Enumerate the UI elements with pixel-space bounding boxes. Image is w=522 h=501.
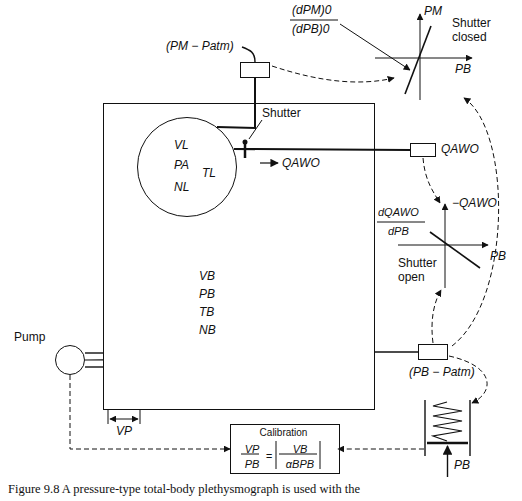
calibration-box: CalibrationVPPB= VBαBPB bbox=[230, 424, 340, 474]
flow-transducer: QAWO bbox=[410, 143, 436, 157]
air-tube bbox=[234, 149, 410, 150]
dimension-tick bbox=[108, 410, 109, 424]
node-text: VB bbox=[199, 269, 215, 283]
connector bbox=[85, 359, 103, 360]
node-text: = bbox=[264, 449, 274, 463]
pump-pipe bbox=[85, 366, 103, 367]
leader-line bbox=[340, 24, 410, 70]
pump-pipe bbox=[85, 352, 103, 353]
axis-label: PB bbox=[490, 249, 506, 263]
axis-label: PM bbox=[424, 4, 442, 18]
shutter-pivot bbox=[243, 140, 248, 145]
node-text: NL bbox=[174, 180, 189, 194]
signal-path bbox=[449, 356, 487, 403]
formula-stroke bbox=[276, 441, 277, 469]
node-text: VB bbox=[281, 442, 319, 456]
node-text: PB bbox=[199, 287, 215, 301]
node-text: VL bbox=[174, 138, 189, 152]
flow-arrow bbox=[260, 162, 278, 163]
signal-path bbox=[272, 66, 394, 82]
force-label: PB bbox=[454, 458, 470, 472]
slope-denominator: dPB bbox=[388, 224, 409, 238]
slope-numerator: (dPM)0 bbox=[292, 3, 331, 17]
node-text: VP bbox=[243, 442, 261, 456]
signal-path bbox=[423, 158, 440, 203]
node-text: NB bbox=[199, 323, 216, 337]
pressure-transducer: (PB − Patm) bbox=[418, 344, 448, 360]
axis-label: PB bbox=[455, 62, 471, 76]
node-text: QAWO bbox=[441, 142, 479, 156]
shutter-label: Shutter bbox=[262, 106, 301, 120]
slope-numerator: dQAWO bbox=[378, 205, 419, 219]
formula-stroke bbox=[320, 441, 321, 469]
node-text: PA bbox=[174, 158, 189, 172]
signal-path bbox=[452, 98, 499, 346]
signal-path bbox=[70, 375, 230, 449]
dimension-arrow bbox=[110, 419, 138, 420]
piston-cylinder bbox=[424, 400, 425, 456]
slope-denominator: (dPB)0 bbox=[292, 22, 329, 36]
connector bbox=[375, 351, 418, 352]
flow-label: QAWO bbox=[282, 156, 320, 170]
fraction-bar bbox=[377, 222, 425, 223]
node-text: TL bbox=[202, 166, 216, 180]
force-arrow bbox=[447, 446, 448, 477]
node-text: TB bbox=[199, 305, 214, 319]
node-text: Pump bbox=[14, 330, 45, 344]
transducer-wire bbox=[242, 47, 255, 62]
pressure-transducer: (PM − Patm) bbox=[240, 62, 270, 78]
spring bbox=[433, 402, 462, 441]
signal-path bbox=[338, 449, 424, 450]
node-text: PB bbox=[243, 457, 261, 471]
piston-plate bbox=[427, 442, 468, 445]
graph-note: Shutter open bbox=[398, 256, 444, 284]
graph-axis bbox=[375, 58, 472, 59]
node-text: (PB − Patm) bbox=[409, 365, 475, 379]
axis-label: −QAWO bbox=[452, 196, 497, 210]
dimension-tick bbox=[140, 410, 141, 424]
node-text: (PM − Patm) bbox=[166, 39, 234, 53]
graph-note: Shutter closed bbox=[452, 16, 500, 44]
pump: Pump bbox=[55, 345, 85, 375]
graph-slope bbox=[405, 26, 431, 94]
node-text: αBPB bbox=[281, 457, 319, 471]
figure-caption: Figure 9.8 A pressure-type total-body pl… bbox=[8, 482, 360, 497]
graph-axis bbox=[445, 204, 446, 288]
graph-slope bbox=[430, 232, 480, 268]
graph-axis bbox=[398, 245, 488, 246]
lung: VL PA TL NL bbox=[137, 117, 237, 217]
volume-label: VP bbox=[116, 424, 132, 438]
fraction-bar bbox=[290, 20, 338, 21]
signal-path bbox=[432, 290, 441, 343]
plethysmograph-box: VL PA TL NL VB PB TB NB bbox=[103, 103, 375, 410]
piston-cylinder bbox=[469, 400, 470, 456]
node-text: Calibration bbox=[231, 426, 336, 439]
